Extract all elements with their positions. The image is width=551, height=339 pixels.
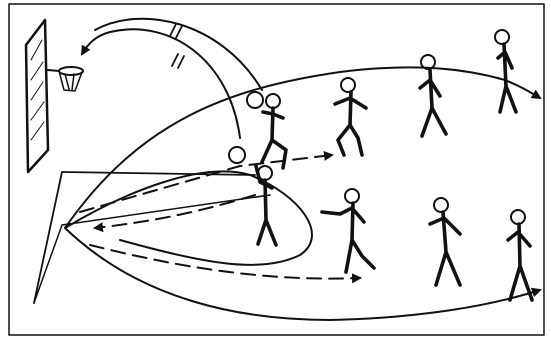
lower-movement-curve	[65, 228, 540, 320]
inner-loop-curve	[65, 171, 312, 264]
dashed-pass-lower	[90, 245, 360, 279]
player-upper-3	[495, 30, 516, 112]
player-lower-3	[508, 210, 532, 300]
diagram-frame	[9, 4, 544, 335]
hoop-net	[48, 67, 83, 91]
shot-arc-inner	[82, 29, 240, 138]
pass-mark-2	[172, 54, 184, 68]
ball-lower	[229, 147, 245, 163]
player-upper-2	[420, 55, 446, 136]
player-lower-2	[430, 198, 460, 285]
player-lower-1	[322, 189, 374, 272]
player-upper-1	[335, 78, 366, 155]
player-shooter-middle	[256, 166, 276, 245]
ball-upper	[247, 92, 263, 108]
pass-mark-1	[170, 24, 182, 38]
backboard	[26, 20, 48, 172]
player-shooter-top	[262, 94, 286, 168]
upper-movement-curve	[65, 67, 540, 228]
